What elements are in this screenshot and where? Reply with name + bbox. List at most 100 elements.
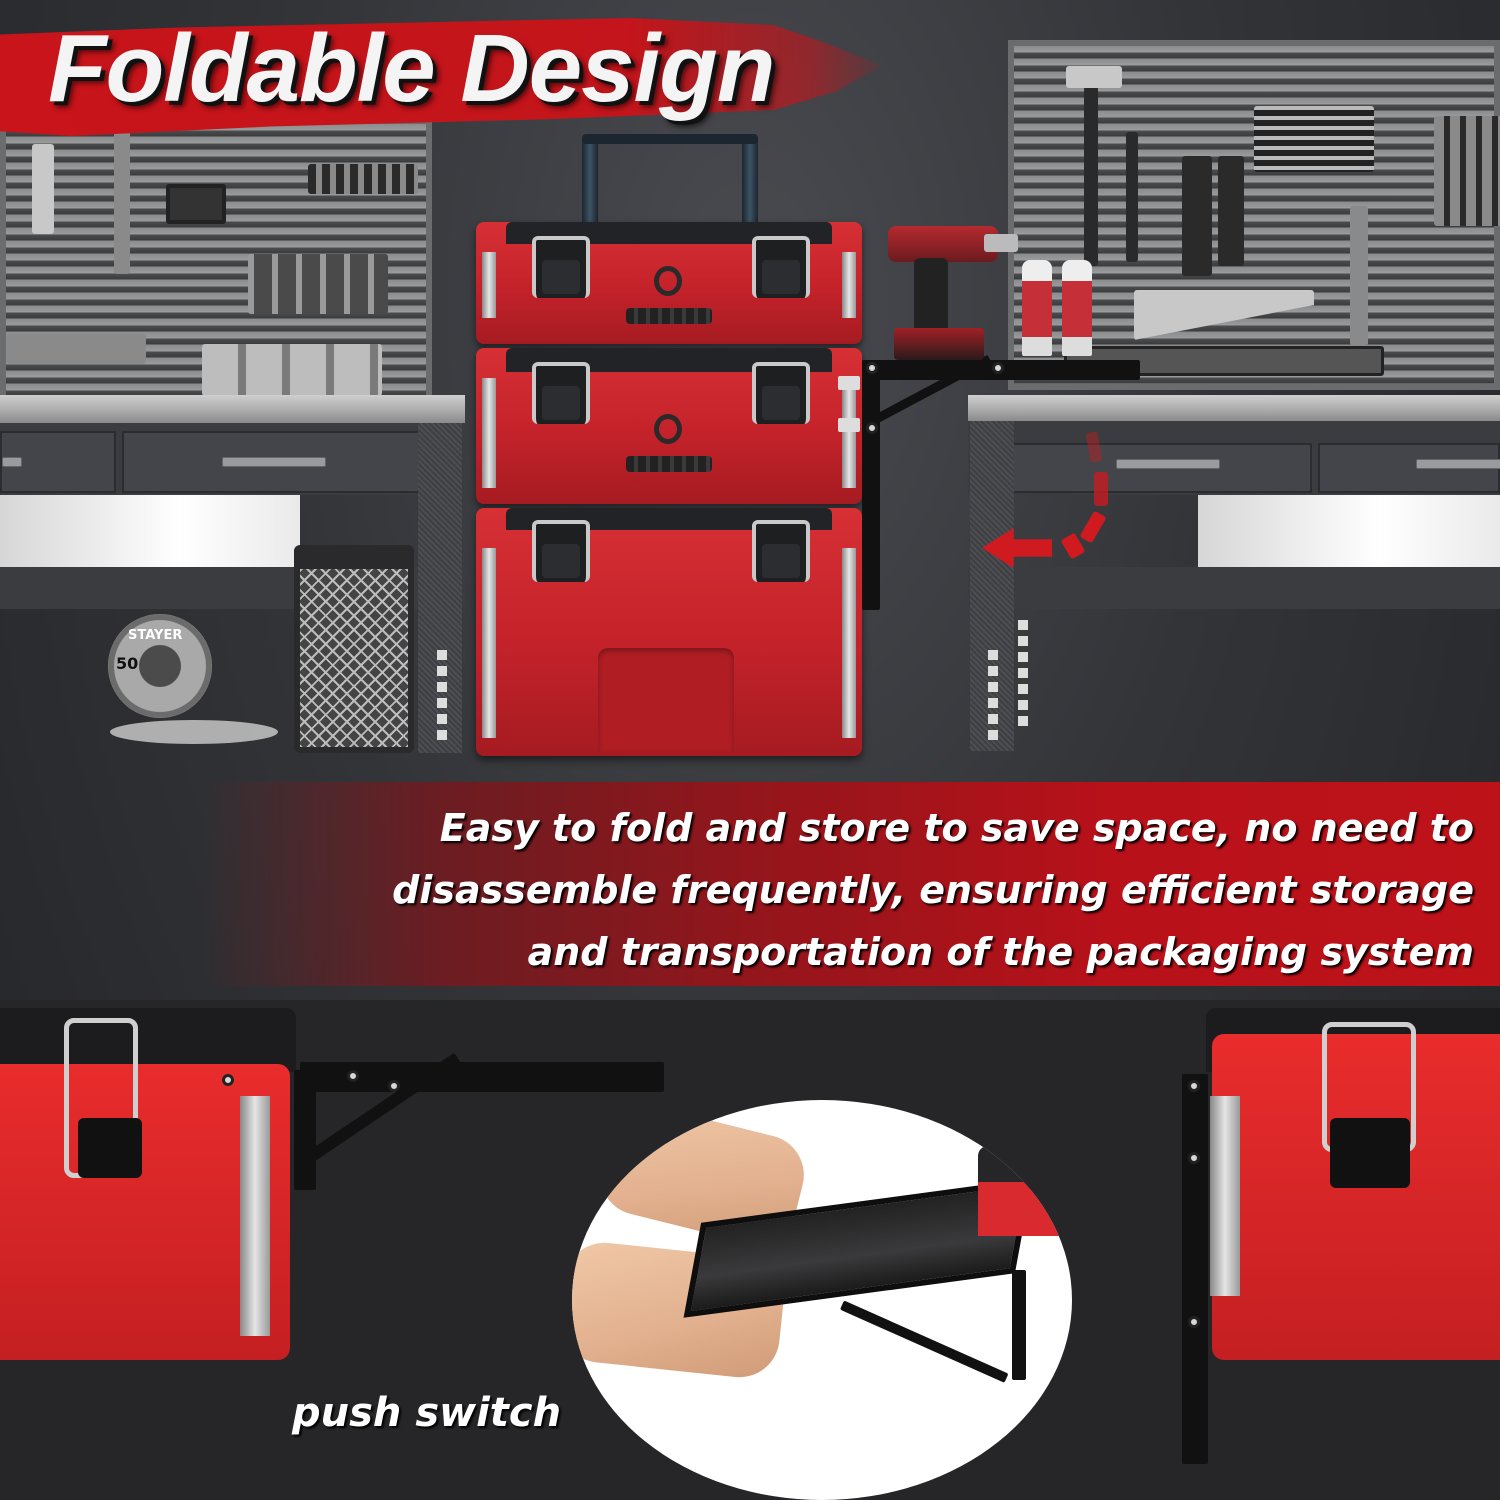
pliers-icon [1182, 156, 1212, 276]
left-bench-frame [0, 423, 465, 495]
wrench-set-icon [1254, 106, 1374, 172]
latch-body [542, 260, 580, 294]
mesh-pattern [300, 569, 408, 747]
pivot-bolt [866, 362, 878, 374]
latch-left[interactable] [532, 236, 590, 298]
pivot-bolt [992, 362, 1004, 374]
tray-upright[interactable] [1012, 1270, 1026, 1380]
right-bench-shelf [1198, 495, 1500, 567]
chisel-set-icon [1434, 116, 1500, 226]
drill-battery [894, 328, 984, 360]
aluminum-rail [240, 1096, 270, 1336]
toolbox-lock-ring [654, 266, 682, 296]
toolbox-bottom [476, 508, 862, 756]
description-line-3: and transportation of the packaging syst… [527, 930, 1474, 974]
hammer-head-icon [1066, 66, 1122, 88]
spray-can [1062, 260, 1092, 356]
leg-adjust-slots [988, 650, 998, 740]
left-drawer-2[interactable] [122, 431, 422, 493]
right-drawer-1[interactable] [1012, 443, 1312, 493]
pivot-bolt [866, 422, 878, 434]
leg-adjust-slots [437, 650, 447, 740]
mesh-basket [294, 545, 414, 753]
drawer-handle [222, 457, 326, 467]
pliers-set-icon [248, 254, 388, 314]
level-icon [6, 334, 146, 364]
side-rail [482, 252, 496, 318]
latch-body [542, 386, 580, 420]
wire-cutter-icon [1218, 156, 1244, 266]
closeup-extended-toolbox [0, 1008, 300, 1360]
latch-right[interactable] [752, 520, 810, 582]
toolbox-body [1212, 1034, 1500, 1360]
mount-clip [838, 376, 860, 390]
hardware-jars-icon [202, 344, 382, 396]
small-hammer-icon [1126, 132, 1138, 262]
reel-length: 50 [116, 654, 139, 673]
toolbox-grip[interactable] [626, 456, 712, 472]
extended-shelf-platform[interactable] [300, 1062, 664, 1092]
left-bench-top [0, 395, 465, 423]
right-bench-top [968, 395, 1500, 421]
right-bench-frame [968, 421, 1500, 495]
page-title: Foldable Design [48, 15, 775, 122]
telescoping-handle-right[interactable] [742, 138, 758, 238]
drill-chuck [984, 234, 1018, 252]
pivot-bolt [1188, 1080, 1200, 1092]
toolbox-edge [978, 1146, 1072, 1236]
description-line-2: disassemble frequently, ensuring efficie… [392, 868, 1474, 912]
toolbox-grip[interactable] [626, 308, 712, 324]
latch-body [762, 386, 800, 420]
right-bench-crossbar [968, 567, 1500, 609]
latch-right[interactable] [752, 236, 810, 298]
pivot-bolt [1188, 1316, 1200, 1328]
pivot-bolt [222, 1074, 234, 1086]
latch-body [1330, 1118, 1410, 1188]
leg-adjust-slots-2 [1018, 620, 1028, 730]
shelf-bracket-upright[interactable] [862, 360, 880, 610]
pivot-bolt [1188, 1152, 1200, 1164]
drawer-handle [2, 457, 22, 467]
toolbox-lock-ring [654, 414, 682, 444]
screwdriver-set-icon [308, 164, 418, 194]
description-line-1: Easy to fold and store to save space, no… [439, 806, 1474, 850]
tray-brace-arm[interactable] [839, 1300, 1009, 1383]
latch-left[interactable] [532, 362, 590, 424]
description-banner: Easy to fold and store to save space, no… [200, 782, 1500, 986]
handle-grip[interactable] [582, 134, 758, 144]
fold-arrow-segment [1079, 510, 1107, 544]
push-switch-closeup [572, 1100, 1072, 1500]
extended-shelf-upright[interactable] [294, 1070, 316, 1190]
pivot-bolt [347, 1070, 359, 1082]
closeup-folded-toolbox [1206, 1008, 1500, 1360]
side-rail [482, 378, 496, 488]
aluminum-rail [1210, 1096, 1240, 1296]
left-pegboard [0, 118, 432, 408]
telescoping-handle-left[interactable] [582, 138, 598, 238]
paint-brush-icon [32, 144, 54, 234]
latch-left[interactable] [532, 520, 590, 582]
latch-body [762, 544, 800, 578]
latch-right[interactable] [752, 362, 810, 424]
drawer-handle [1116, 459, 1220, 469]
side-rail [842, 252, 856, 318]
side-rail [842, 548, 856, 738]
latch-body [542, 544, 580, 578]
toolbox-middle [476, 348, 862, 504]
side-rail [842, 378, 856, 488]
latch-body [78, 1118, 142, 1178]
reel-brand: STAYER [128, 628, 183, 643]
square-ruler-icon [114, 124, 130, 274]
side-rail [482, 548, 496, 738]
right-drawer-2[interactable] [1318, 443, 1500, 493]
folded-shelf-bracket[interactable] [1182, 1074, 1208, 1464]
fold-arrow-segment [1094, 472, 1108, 506]
hand-saw-icon [1134, 290, 1314, 340]
reel-drum [108, 614, 212, 718]
push-switch-label: push switch [292, 1390, 562, 1436]
toolbox-lid [0, 1008, 296, 1072]
toolbox-front-recess [598, 648, 734, 752]
hammer-icon [1084, 86, 1098, 266]
left-drawer-1[interactable] [0, 431, 116, 493]
